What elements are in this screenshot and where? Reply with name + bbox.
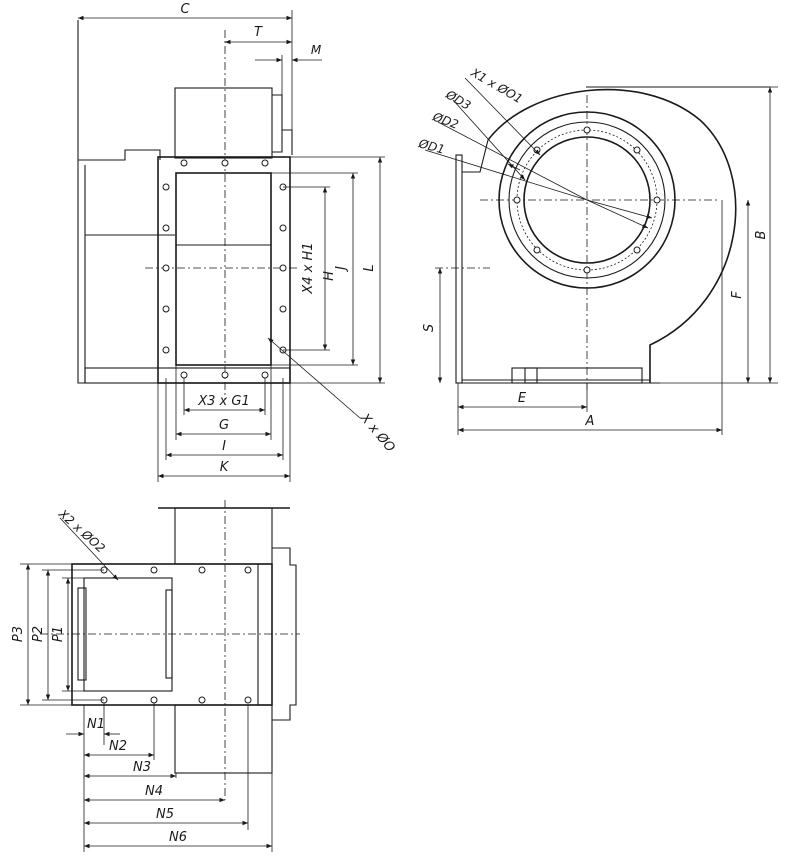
dim-label-P1: P1 — [51, 626, 66, 642]
dim-label-F: F — [730, 291, 745, 299]
dim-label-L: L — [362, 264, 377, 271]
front-view: C T M X4 x H1 J H L X x ØO X3 x G1 G — [77, 2, 398, 482]
dim-label-X1xO1: X1 x ØO1 — [468, 65, 525, 106]
dim-label-G: G — [219, 418, 229, 433]
dim-label-P3: P3 — [11, 626, 26, 642]
dim-label-K: K — [220, 460, 230, 475]
dim-label-N3: N3 — [133, 760, 151, 775]
dim-label-N4: N4 — [145, 784, 163, 799]
dim-label-J: J — [334, 266, 349, 273]
dim-label-H: H — [322, 271, 337, 281]
dim-label-N1: N1 — [87, 717, 105, 732]
dim-label-N5: N5 — [156, 807, 174, 822]
side-view: X1 x ØO1 ØD3 ØD2 ØD1 B F S E A — [416, 65, 778, 435]
dim-label-X3xG1: X3 x G1 — [197, 394, 249, 409]
dim-label-D1: ØD1 — [416, 136, 446, 157]
dim-label-E: E — [518, 391, 527, 406]
bottom-view: X2 x ØO2 P3 P2 P1 N1 N2 N3 N4 N5 N6 — [11, 500, 300, 852]
dim-label-A: A — [585, 414, 595, 429]
dim-label-B: B — [754, 230, 769, 239]
dim-label-N6: N6 — [169, 830, 187, 845]
flange-holes — [162, 159, 287, 379]
dim-label-N2: N2 — [109, 739, 127, 754]
dim-label-D3: ØD3 — [443, 87, 474, 113]
dim-label-D2: ØD2 — [430, 109, 460, 132]
dim-label-X2xO2: X2 x ØO2 — [55, 506, 108, 555]
dim-label-S: S — [422, 324, 437, 332]
dim-label-I: I — [222, 439, 226, 454]
dim-label-T: T — [254, 25, 263, 40]
dim-label-C: C — [180, 2, 190, 17]
dim-label-XxO: X x ØO — [356, 410, 397, 455]
dim-label-M: M — [311, 43, 322, 57]
dim-label-X4xH1: X4 x H1 — [301, 242, 316, 294]
dim-label-P2: P2 — [31, 626, 46, 642]
